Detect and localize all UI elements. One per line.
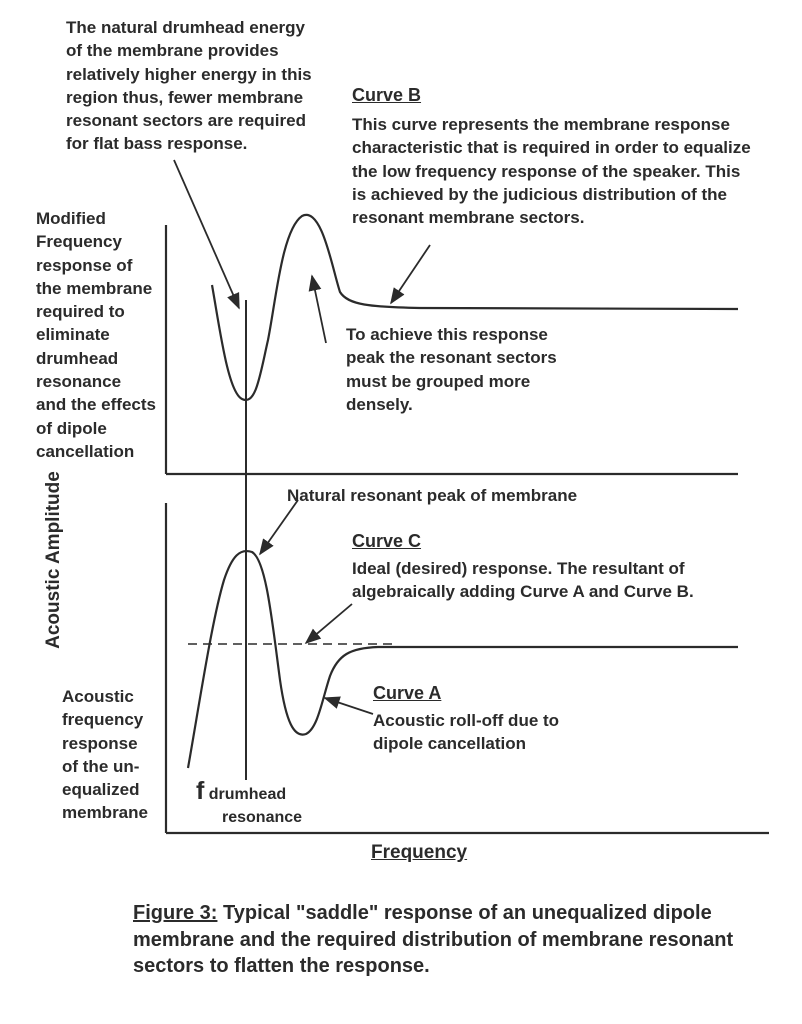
figure-caption: Figure 3: Typical "saddle" response of a… (133, 900, 773, 980)
curve-c-description: Ideal (desired) response. The resultant … (352, 559, 694, 602)
annotation-natural-peak: Natural resonant peak of membrane (287, 486, 578, 505)
curve-b-title: Curve B (352, 85, 422, 105)
f-symbol: f (196, 777, 205, 805)
curve-c-title: Curve C (352, 531, 422, 551)
arrow-achieve-peak (308, 274, 327, 344)
caption-text: Typical "saddle" response of an unequali… (133, 902, 734, 977)
annotation-modified-response: Modified Frequency response of the membr… (36, 209, 156, 461)
arrow-curve-b (390, 244, 431, 305)
annotation-achieve-peak: To achieve this response peak the resona… (346, 325, 557, 414)
arrow-curve-c (304, 603, 353, 645)
f-subscript-line2: resonance (222, 809, 303, 826)
annotation-acoustic-unequalized: Acoustic frequency response of the un- e… (62, 687, 148, 823)
arrow-natural-peak (259, 499, 299, 556)
arrow-curve-a (323, 696, 374, 715)
curve-b (210, 213, 739, 402)
arrow-drumhead-energy (173, 159, 240, 310)
curve-b-description: This curve represents the membrane respo… (352, 115, 751, 228)
drumhead-frequency-label: f drumhead (196, 777, 286, 806)
curve-a (186, 549, 738, 769)
caption-label: Figure 3: (133, 902, 218, 924)
y-axis-label: Acoustic Amplitude (43, 471, 64, 649)
curve-a-description: Acoustic roll-off due to dipole cancella… (373, 711, 560, 754)
curve-a-title: Curve A (373, 683, 442, 703)
annotation-drumhead-energy: The natural drumhead energy of the membr… (66, 18, 312, 154)
x-axis-label: Frequency (371, 842, 468, 863)
f-subscript: drumhead (208, 786, 287, 803)
